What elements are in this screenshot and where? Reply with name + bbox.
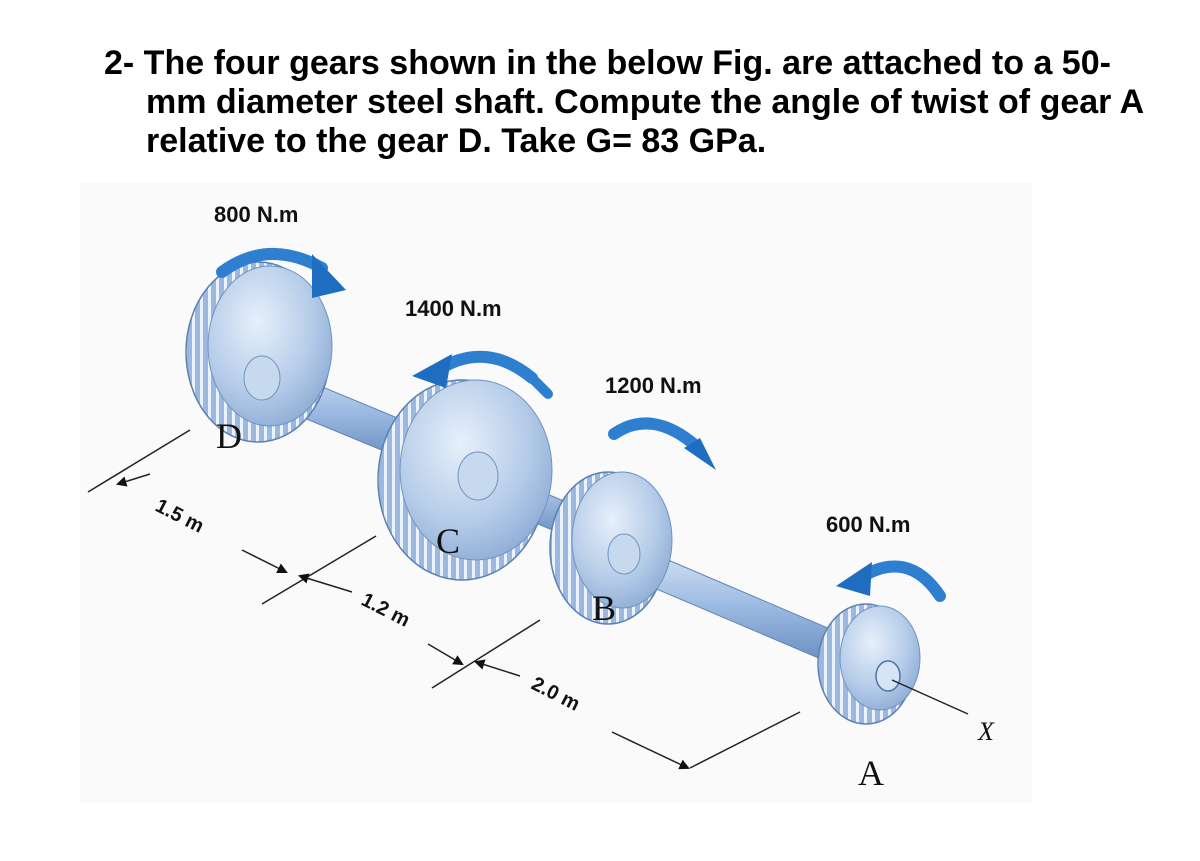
x-axis: X: [891, 679, 995, 746]
gear-c: C: [377, 379, 553, 581]
gear-d-label: D: [216, 416, 242, 456]
torque-label-a: 600 N.m: [826, 512, 910, 537]
gear-c-hub: [457, 451, 499, 501]
gear-d-face: [207, 265, 333, 427]
torque-arrow-d: [216, 247, 328, 278]
problem-line-1: 2- The four gears shown in the below Fig…: [104, 44, 1111, 82]
gear-d-hub: [243, 355, 281, 401]
dim-line-dc-right: [241, 549, 288, 573]
gear-a-hub: [875, 660, 901, 692]
torque-arrow-b: [608, 417, 702, 452]
torque-arrow-c-tip: [527, 373, 553, 399]
dimension-lines: [87, 429, 801, 770]
dim-tick-b: [431, 619, 541, 689]
gear-a: A: [817, 603, 921, 793]
problem-line-2: mm diameter steel shaft. Compute the ang…: [146, 83, 1145, 121]
dim-extension-d: [87, 429, 191, 493]
torque-arrow-a: [854, 560, 946, 602]
dim-line-ba-left: [473, 659, 521, 677]
gear-d: D: [185, 261, 333, 456]
gear-b: B: [549, 471, 673, 628]
dim-label-ba: 2.0 m: [528, 673, 584, 716]
torque-arrowhead-b: [684, 438, 716, 470]
gear-a-label: A: [858, 753, 884, 793]
problem-line-3: relative to the gear D. Take G= 83 GPa.: [146, 122, 767, 160]
dim-line-cb-right: [427, 643, 464, 666]
dim-line-ba-right: [611, 731, 690, 770]
gear-c-label: C: [436, 521, 460, 561]
x-axis-label: X: [977, 717, 995, 746]
torque-arrow-c: [432, 350, 538, 384]
dim-tick-c: [261, 535, 377, 605]
gear-b-label: B: [592, 588, 616, 628]
dim-label-cb: 1.2 m: [358, 589, 414, 632]
torque-arrowhead-a: [836, 562, 872, 596]
torque-label-b: 1200 N.m: [605, 373, 702, 398]
torque-label-d: 800 N.m: [214, 202, 298, 227]
dim-tick-a: [689, 711, 801, 769]
x-axis-line: [891, 679, 969, 715]
dim-line-cb-left: [297, 573, 353, 593]
gear-a-face: [839, 605, 921, 711]
dim-label-dc: 1.5 m: [152, 495, 208, 538]
dim-line-dc-left: [115, 473, 151, 487]
torque-label-c: 1400 N.m: [405, 296, 502, 321]
torque-arrows: [216, 247, 946, 602]
torque-arrowhead-d: [312, 254, 346, 298]
gear-b-hub: [607, 533, 641, 575]
torque-arrowhead-c: [412, 354, 452, 388]
